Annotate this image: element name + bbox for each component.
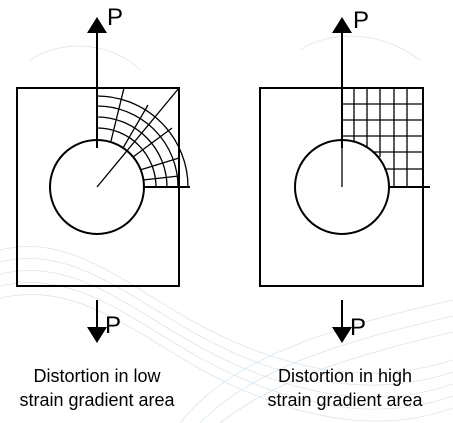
left-distorted-grid [96,87,190,188]
left-specimen [16,17,180,343]
right-load-label-top: P [353,7,370,34]
right-caption: Distortion in high strain gradient area [245,364,445,412]
left-caption: Distortion in low strain gradient area [0,364,197,412]
left-caption-line1: Distortion in low [33,366,161,386]
left-caption-line2: strain gradient area [19,390,175,410]
right-load-label-bottom: P [350,314,367,341]
right-caption-line2: strain gradient area [267,390,423,410]
right-distorted-grid [341,88,430,188]
left-load-label-bottom: P [105,312,122,339]
left-load-label-top: P [107,4,124,31]
right-caption-line1: Distortion in high [277,366,413,386]
background-watermark [0,35,453,423]
